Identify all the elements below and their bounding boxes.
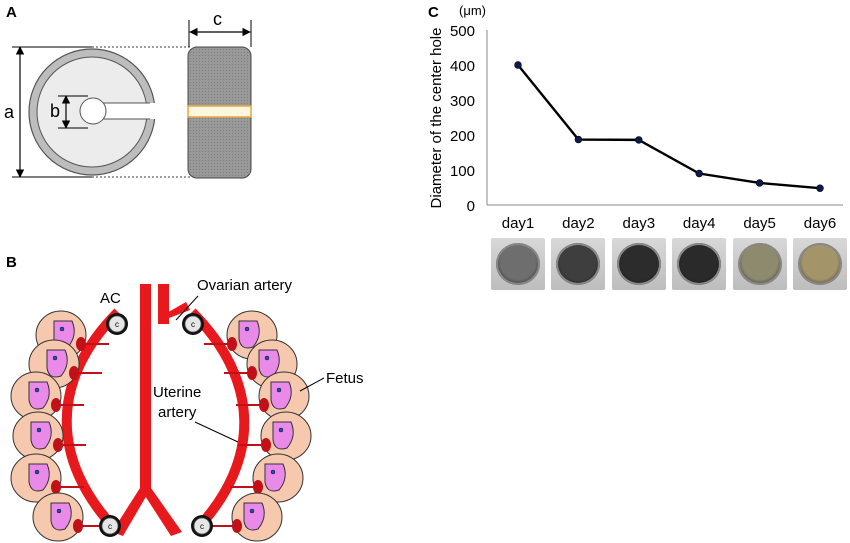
constrictor-photo [732, 238, 787, 290]
data-point [695, 169, 703, 178]
x-tick-label: day2 [562, 215, 595, 232]
constrictor-photo [672, 238, 727, 290]
fetus-body [264, 463, 286, 492]
x-tick-label: day1 [502, 215, 535, 232]
dimension-b-label: b [50, 101, 60, 121]
uterine-artery-leader [194, 421, 239, 443]
fetus [230, 453, 304, 503]
constrictor-disc [556, 243, 601, 285]
constrictor-photo [793, 238, 847, 290]
ameroid-constrictor: c [182, 313, 204, 335]
constrictor-disc [677, 243, 722, 285]
fetus [10, 371, 84, 421]
ac-label: AC [100, 290, 121, 307]
constrictor-disc [798, 243, 842, 285]
y-tick-label: 200 [450, 128, 475, 145]
ameroid-constrictor: c [191, 515, 213, 537]
constrictor-disc [496, 243, 540, 285]
uterine-artery-left [61, 308, 122, 534]
y-tick-label: 500 [450, 23, 475, 40]
fetus-label: Fetus [326, 370, 364, 387]
fetus-body [243, 502, 265, 531]
dimension-c-label: c [213, 9, 222, 29]
ameroid-constrictor: c [106, 313, 128, 335]
y-tick-label: 100 [450, 163, 475, 180]
y-tick-label: 0 [467, 198, 475, 215]
fetus [209, 492, 283, 542]
constrictor-disc [616, 243, 661, 285]
constrictor-side-slit [187, 105, 252, 118]
ameroid-constrictor: c [99, 515, 121, 537]
panel-c-letter: C [428, 4, 439, 21]
fetus [32, 492, 106, 542]
x-tick-label: day6 [804, 215, 837, 232]
constrictor-letter: c [108, 522, 112, 531]
panel-b-letter: B [6, 254, 17, 271]
fetus [236, 371, 310, 421]
data-point [635, 136, 643, 144]
constrictor-disc [737, 243, 782, 285]
uterine-artery-label-2: artery [158, 404, 197, 421]
constrictor-letter: c [191, 320, 195, 329]
y-unit-label: (μm) [459, 3, 486, 18]
uterine-artery-right [188, 308, 250, 534]
panel-b-diagram: c c c c AC Ovarian artery Uterine artery Fe… [10, 277, 364, 542]
panel-a-letter: A [6, 4, 17, 21]
x-tick-label: day5 [743, 215, 776, 232]
y-tick-label: 300 [450, 93, 475, 110]
fetus-body [30, 421, 52, 450]
uterine-artery-label-1: Uterine [153, 384, 201, 401]
constrictor-photo [611, 238, 666, 290]
y-tick-label: 400 [450, 58, 475, 75]
fetus-body [28, 381, 50, 410]
constrictor-slit [100, 103, 160, 119]
series-line [517, 64, 821, 190]
data-point [514, 61, 522, 69]
ovarian-artery-label: Ovarian artery [197, 277, 293, 294]
constrictor-center-hole [79, 97, 107, 125]
fetus-body [272, 421, 294, 450]
data-point [816, 184, 824, 192]
fetus-body [270, 381, 292, 410]
panel-a-diagram: a b c [4, 9, 252, 179]
data-point [755, 179, 764, 187]
fetus-body [50, 502, 72, 531]
ovarian-artery-leader [175, 295, 199, 321]
constrictor-photo [551, 238, 606, 290]
fetus [12, 411, 86, 461]
main-artery [112, 284, 190, 536]
fetus [10, 453, 84, 503]
x-tick-label: day3 [623, 215, 656, 232]
constrictor-letter: c [200, 522, 204, 531]
fetus-body [46, 349, 68, 378]
fetus-body [28, 463, 50, 492]
x-tick-label: day4 [683, 215, 716, 232]
fetus-body [238, 320, 260, 349]
y-axis-title: Diameter of the center hole [428, 28, 445, 209]
dimension-a-label: a [4, 102, 15, 122]
fetus-leader [299, 377, 325, 392]
constrictor-photo [491, 238, 545, 290]
data-point [574, 135, 583, 144]
constrictor-letter: c [115, 320, 119, 329]
diameter-chart: (μm) Diameter of the center hole 0 100 200… [428, 3, 843, 232]
